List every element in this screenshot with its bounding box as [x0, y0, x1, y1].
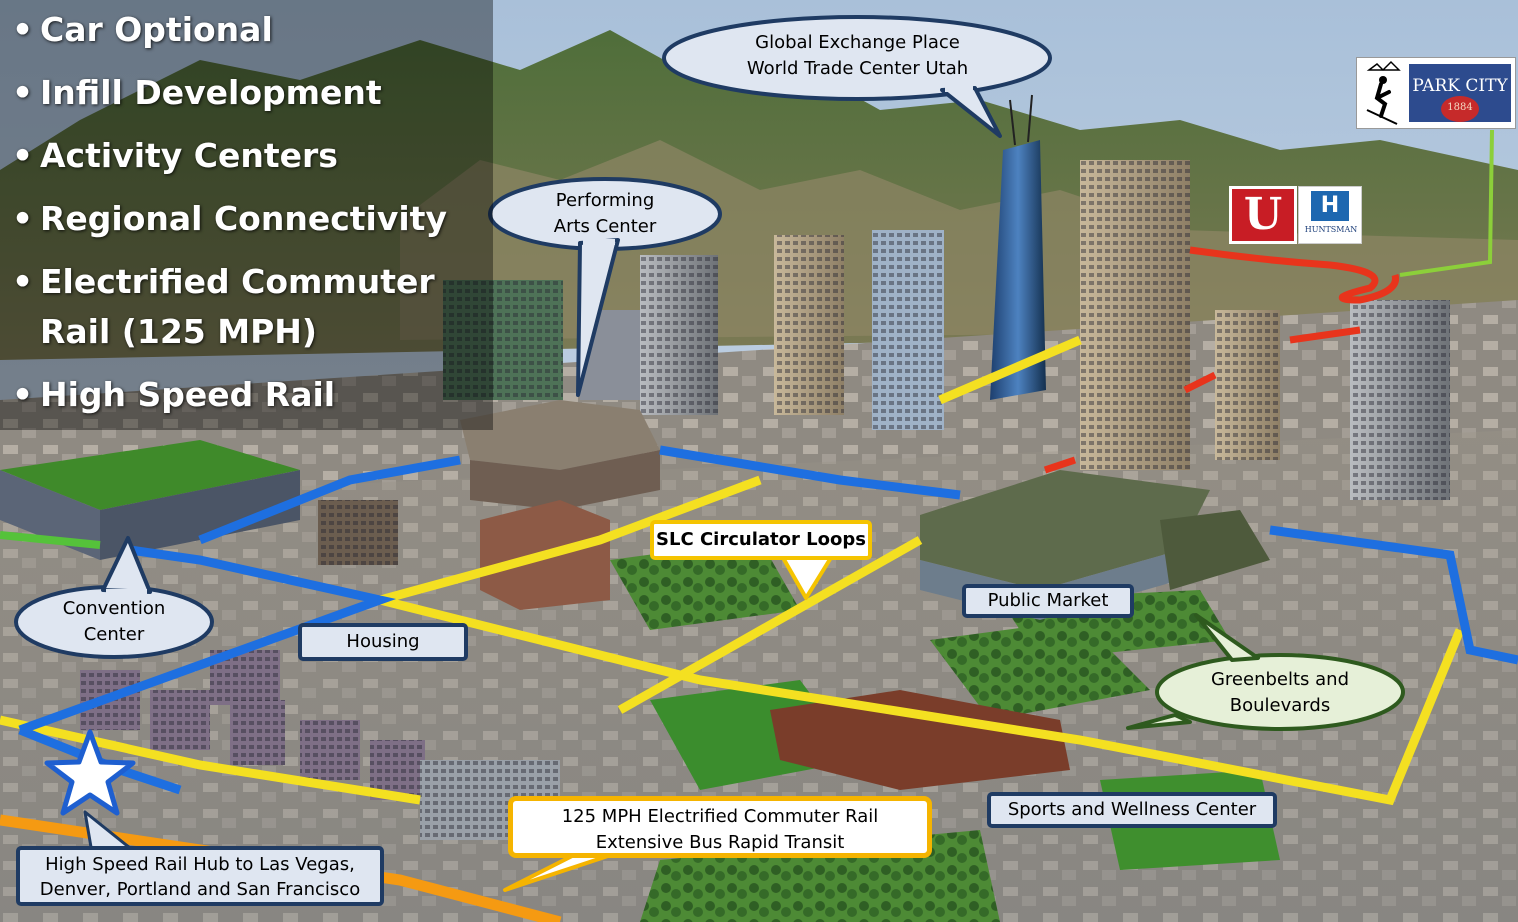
bullet-electrified-rail: •Electrified Commuter — [12, 262, 493, 302]
bullet-text: Rail (125 MPH) — [40, 312, 317, 351]
university-letter: U — [1243, 189, 1283, 240]
callout-line: Boulevards — [1229, 695, 1331, 716]
global-exchange-callout: Global Exchange Place World Trade Center… — [680, 30, 1035, 82]
label-text: Extensive Bus Rapid Transit — [595, 832, 845, 853]
key-features-panel: •Car Optional •Infill Development •Activ… — [0, 0, 493, 430]
performing-arts-callout-shape — [488, 177, 722, 397]
bullet-text: Car Optional — [40, 10, 273, 49]
university-of-utah-logo: U — [1229, 186, 1297, 244]
park-city-name: PARK CITY — [1412, 76, 1508, 96]
bullet-car-optional: •Car Optional — [12, 10, 493, 50]
park-city-logo: PARK CITY 1884 — [1356, 57, 1516, 129]
greenbelts-callout-shape — [1126, 613, 1405, 731]
label-text: Housing — [346, 631, 420, 652]
label-text: Public Market — [987, 590, 1109, 611]
bullet-electrified-rail-continued: Rail (125 MPH) — [12, 312, 493, 352]
greenbelts-callout: Greenbelts and Boulevards — [1170, 667, 1390, 719]
bullet-dot-icon: • — [12, 136, 34, 175]
public-market-label: Public Market — [962, 584, 1134, 618]
label-text: SLC Circulator Loops — [656, 529, 866, 550]
park-city-seal — [1441, 96, 1479, 122]
callout-line: Global Exchange Place — [755, 32, 960, 53]
sports-wellness-label: Sports and Wellness Center — [987, 792, 1277, 828]
park-city-year: 1884 — [1447, 102, 1473, 113]
label-text: High Speed Rail Hub to Las Vegas, — [45, 854, 355, 875]
callout-line: Performing — [555, 190, 655, 211]
callout-line: Convention — [62, 598, 166, 619]
callout-line: World Trade Center Utah — [746, 58, 969, 79]
huntsman-logo: H HUNTSMAN — [1298, 186, 1362, 244]
bullet-activity-centers: •Activity Centers — [12, 136, 493, 176]
bullet-dot-icon: • — [12, 10, 34, 49]
bullet-dot-icon: • — [12, 73, 34, 112]
bullet-infill-development: •Infill Development — [12, 73, 493, 113]
bullet-high-speed-rail: •High Speed Rail — [12, 375, 493, 415]
performing-arts-callout: Performing Arts Center — [505, 188, 705, 240]
circulator-label: SLC Circulator Loops — [650, 520, 872, 560]
bullet-text: Electrified Commuter — [40, 262, 435, 301]
bullet-text: Activity Centers — [40, 136, 338, 175]
bullet-dot-icon: • — [12, 262, 34, 301]
park-city-badge: PARK CITY 1884 — [1407, 62, 1513, 124]
bullet-regional-connectivity: •Regional Connectivity — [12, 199, 493, 239]
star-icon — [44, 729, 136, 816]
housing-label: Housing — [298, 623, 468, 661]
callout-line: Greenbelts and — [1210, 669, 1350, 690]
global-exchange-callout-shape — [662, 15, 1052, 138]
skier-icon — [1366, 60, 1401, 125]
bullet-text: Regional Connectivity — [40, 199, 447, 238]
commuter-rail-label: 125 MPH Electrified Commuter Rail Extens… — [508, 796, 932, 858]
label-text: Denver, Portland and San Francisco — [39, 879, 361, 900]
hsr-hub-label: High Speed Rail Hub to Las Vegas, Denver… — [16, 846, 384, 906]
huntsman-emblem-letter: H — [1320, 193, 1340, 218]
bullet-dot-icon: • — [12, 375, 34, 414]
bullet-dot-icon: • — [12, 199, 34, 238]
callout-line: Center — [83, 624, 145, 645]
callout-line: Arts Center — [553, 216, 657, 237]
huntsman-text: HUNTSMAN — [1304, 225, 1358, 234]
bullet-text: Infill Development — [40, 73, 382, 112]
label-text: Sports and Wellness Center — [1007, 799, 1257, 820]
bullet-text: High Speed Rail — [40, 375, 336, 414]
huntsman-emblem: H — [1311, 191, 1349, 221]
label-text: 125 MPH Electrified Commuter Rail — [561, 806, 879, 827]
convention-callout-shape — [14, 536, 214, 659]
convention-center-callout: Convention Center — [30, 596, 198, 648]
